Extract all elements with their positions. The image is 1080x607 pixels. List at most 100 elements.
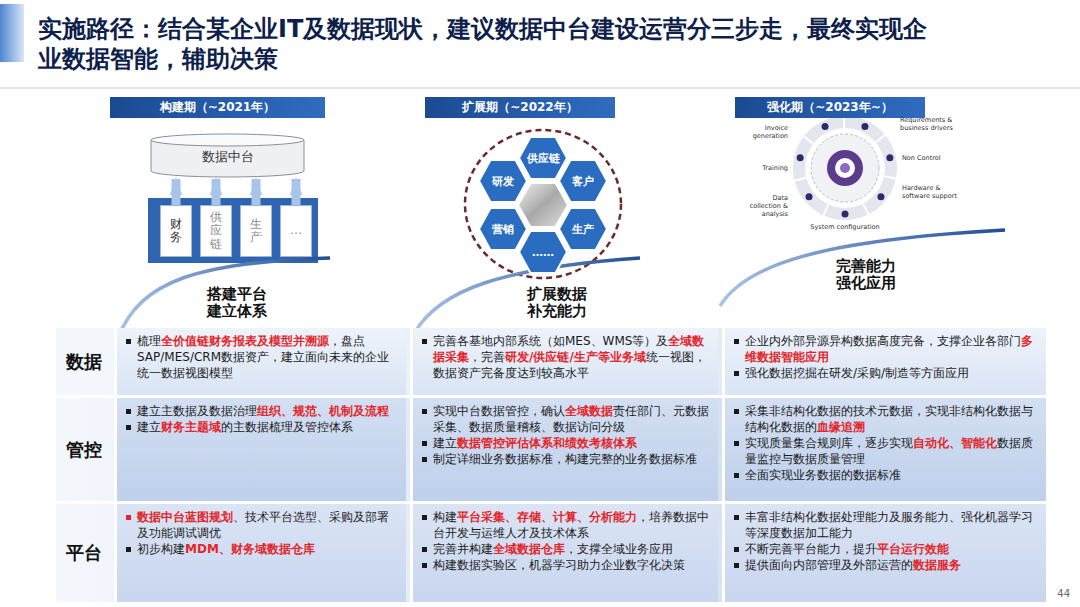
table-cell: 采集非结构化数据的技术元数据，实现非结构化数据与结构化数据的血缘追溯实现质量集合… [722, 398, 1046, 501]
domain-hexagon: 客户 [558, 159, 608, 203]
table-cell: 建立主数据及数据治理组织、规范、机制及流程建立财务主题域的主数据梳理及管控体系 [114, 398, 406, 501]
hexagon-outline [519, 231, 567, 273]
node-text: 扩展期（~2022年） [425, 97, 615, 118]
bullet-item: 制定详细业务数据标准，构建完整的业务数据标准 [421, 451, 710, 467]
ring-divider [804, 136, 814, 143]
cycle-label: Non Control [902, 154, 952, 162]
bullet-item: 实现质量集合规则库，逐步实现自动化、智能化数据质量监控与数据质量管理 [733, 435, 1038, 467]
node-text: 供应链 [210, 211, 222, 251]
body-text: 建立 [433, 436, 457, 450]
table-cell: 完善各基地内部系统（如MES、WMS等）及全域数据采集，完善研发/供应链/生产等… [410, 328, 718, 395]
source-box: … [280, 205, 312, 257]
body-text: 实现中台数据管控，确认 [433, 404, 565, 418]
bullet-item: 实现中台数据管控，确认全域数据责任部门、元数据采集、数据质量稽核、数据访问分级 [421, 403, 710, 435]
body-text: 制定详细业务数据标准，构建完整的业务数据标准 [433, 452, 697, 466]
highlight-text: MDM、财务域数据仓库 [185, 542, 315, 556]
bullet-item: 企业内外部异源异构数据高度完备，支撑企业各部门多维数据智能应用 [733, 333, 1038, 365]
bullet-item: 采集非结构化数据的技术元数据，实现非结构化数据与结构化数据的血缘追溯 [733, 403, 1038, 435]
table-cell: 构建平台采集、存储、计算、分析能力，培养数据中台开发与运维人才及技术体系完善并构… [410, 504, 718, 602]
cycle-label: Data collection & analysis [744, 194, 788, 218]
highlight-text: 自动化、智能化 [913, 436, 997, 450]
ring-icon [842, 211, 849, 218]
body-text: 构建数据实验区，机器学习助力企业数字化决策 [433, 558, 685, 572]
cycle-label: System configuration [805, 223, 885, 231]
body-text: 提供面向内部管理及外部运营的 [745, 558, 913, 572]
row-header: 平台 [56, 541, 112, 565]
phase-header: 扩展期（~2022年） [425, 97, 615, 118]
body-text: ，完善 [469, 350, 505, 364]
table-cell: 实现中台数据管控，确认全域数据责任部门、元数据采集、数据质量稽核、数据访问分级建… [410, 398, 718, 501]
ring-divider [876, 135, 885, 143]
highlight-text: 组织、规范、机制及流程 [257, 404, 389, 418]
ring-icon [806, 193, 813, 200]
node-text: 数据中台 [150, 133, 305, 166]
node-text: 财务 [170, 218, 182, 244]
page-number: 44 [1030, 588, 1070, 600]
source-box: 生产 [240, 205, 272, 257]
title-accent [0, 4, 24, 62]
body-text: 完善各基地内部系统（如MES、WMS等）及 [433, 334, 668, 348]
bullet-item: 初步构建MDM、财务域数据仓库 [125, 541, 398, 557]
dashed-ring [465, 130, 621, 278]
platform-cylinder: 数据中台 [150, 133, 305, 178]
node-text: 生产 [250, 218, 262, 244]
hexagon-outline [479, 208, 527, 250]
cycle-illustration [793, 116, 897, 220]
node-text: …… [532, 246, 554, 259]
bullet-item: 强化数据挖掘在研发/采购/制造等方面应用 [733, 365, 1038, 381]
hexagon-outline [519, 137, 567, 179]
highlight-text: 全域数据仓库 [493, 542, 565, 556]
ring-icon [822, 123, 829, 130]
body-text: 不断完善平台能力，提升 [745, 542, 877, 556]
body-text: 的主数据梳理及管控体系 [221, 420, 353, 434]
bullet-item: 不断完善平台能力，提升平台运行效能 [733, 541, 1038, 557]
bullet-item: 建立财务主题域的主数据梳理及管控体系 [125, 419, 398, 435]
flow-arrow [292, 179, 301, 205]
table-row: 平台数据中台蓝图规划、技术平台选型、采购及部署及功能调试调优初步构建MDM、财务… [56, 504, 1046, 602]
table-cell: 数据中台蓝图规划、技术平台选型、采购及部署及功能调试调优初步构建MDM、财务域数… [114, 504, 406, 602]
bullet-item: 构建数据实验区，机器学习助力企业数字化决策 [421, 557, 710, 573]
domain-hexagon: …… [518, 230, 568, 274]
bullet-item: 完善各基地内部系统（如MES、WMS等）及全域数据采集，完善研发/供应链/生产等… [421, 333, 710, 381]
source-box: 财务 [160, 205, 192, 257]
flow-arrow [172, 179, 181, 205]
phase-arc [118, 258, 330, 338]
phase-header: 构建期（~2021年） [110, 97, 325, 118]
body-text: 完善并构建 [433, 542, 493, 556]
cylinder-top [151, 134, 304, 146]
table-row: 数据梳理全价值链财务报表及模型并溯源，盘点SAP/MES/CRM数据资产，建立面… [56, 328, 1046, 395]
body-text: 建立主数据及数据治理 [137, 404, 257, 418]
ring-icon [797, 154, 804, 161]
source-box: 供应链 [200, 205, 232, 257]
node-text: 强化期（~2023年~） [735, 97, 925, 118]
ring-divider [884, 176, 896, 178]
domain-hexagon: 供应链 [518, 136, 568, 180]
ring-icon [861, 123, 868, 130]
phase-slogan: 扩展数据 补充能力 [525, 286, 589, 320]
phase-arc [720, 230, 1005, 306]
highlight-text: 平台运行效能 [877, 542, 949, 556]
cycle-label: Requirements & business drivers [900, 116, 962, 132]
hexagon-outline [479, 160, 527, 202]
source-container [148, 198, 318, 263]
highlight-text: 平台采集、存储、计算、分析能力 [457, 510, 637, 524]
bullet-item: 丰富非结构化数据处理能力及服务能力、强化机器学习等深度数据加工能力 [733, 509, 1038, 541]
cycle-label: Training [744, 164, 788, 172]
node-text: 研发 [492, 174, 514, 189]
center-hexagon [518, 183, 568, 227]
body-text: 采集非结构化数据的技术元数据，实现非结构化数据与结构化数据的 [745, 404, 1033, 434]
body-text: 建立 [137, 420, 161, 434]
body-text: 实现质量集合规则库，逐步实现 [745, 436, 913, 450]
row-header: 数据 [56, 350, 112, 374]
highlight-text: 血缘追溯 [817, 420, 865, 434]
title-rule [0, 88, 1080, 89]
cycle-label: Invoice generation [744, 124, 788, 140]
flow-arrow [252, 179, 261, 205]
domain-hexagon: 生产 [558, 207, 608, 251]
phase-header: 强化期（~2023年~） [735, 97, 925, 118]
highlight-text: 数据中台蓝图规划 [137, 510, 233, 524]
ring-marks [795, 116, 896, 217]
ring-icon [886, 154, 893, 161]
node-text: 生产 [572, 222, 594, 237]
table-cell: 梳理全价值链财务报表及模型并溯源，盘点SAP/MES/CRM数据资产，建立面向未… [114, 328, 406, 395]
